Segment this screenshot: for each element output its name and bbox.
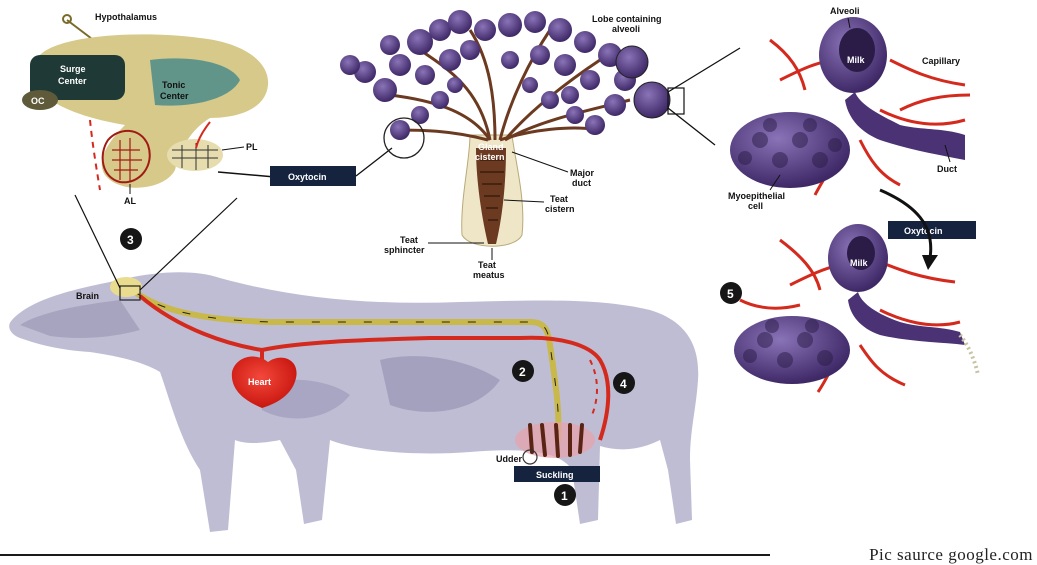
bottom-rule xyxy=(0,554,770,556)
udder-label: Udder xyxy=(496,454,523,464)
capillary-label: Capillary xyxy=(922,56,960,66)
step-1-label: 1 xyxy=(561,489,568,503)
step-5-label: 5 xyxy=(727,287,734,301)
gland-cistern-label-1: Gland xyxy=(478,142,504,152)
alveoli-label: Alveoli xyxy=(830,6,860,16)
suckling-label: Suckling xyxy=(536,470,574,480)
pl-label: PL xyxy=(246,142,258,152)
oc-label: OC xyxy=(31,96,45,106)
brain-label: Brain xyxy=(76,291,99,301)
oxytocin-tag-left: Oxytocin xyxy=(270,148,392,186)
step-2-label: 2 xyxy=(519,365,526,379)
step-2: 2 xyxy=(512,360,534,382)
lobe-label-2: alveoli xyxy=(612,24,640,34)
surge-center-label-2: Center xyxy=(58,76,87,86)
hypothalamus-pituitary: Surge Center OC Tonic Center Hypothalamu… xyxy=(22,12,275,206)
teat-sphincter-label-2: sphincter xyxy=(384,245,425,255)
milk-label-top: Milk xyxy=(847,55,865,65)
step-5: 5 xyxy=(720,282,742,304)
al-label: AL xyxy=(124,196,136,206)
heart-label: Heart xyxy=(248,377,271,387)
surge-center-label-1: Surge xyxy=(60,64,86,74)
teat-meatus-label-2: meatus xyxy=(473,270,505,280)
duct-label: Duct xyxy=(937,164,957,174)
major-duct-label-1: Major xyxy=(570,168,595,178)
suckling-tag: Suckling xyxy=(514,466,600,482)
hypothalamus-label: Hypothalamus xyxy=(95,12,157,22)
mammary-gland: Gland cistern xyxy=(340,10,740,280)
teat-meatus-label-1: Teat xyxy=(478,260,496,270)
tonic-center-label-1: Tonic xyxy=(162,80,185,90)
teat-sphincter-label-1: Teat xyxy=(400,235,418,245)
step-4-label: 4 xyxy=(620,377,627,391)
oxytocin-label-right: Oxytocin xyxy=(904,226,943,236)
step-4: 4 xyxy=(613,372,635,394)
oxytocin-tag-right: Oxytocin xyxy=(880,190,976,270)
step-1: 1 xyxy=(554,484,576,506)
teat-cistern-label-2: cistern xyxy=(545,204,575,214)
gland-cistern-label-2: cistern xyxy=(475,152,505,162)
lobe-label-1: Lobe containing xyxy=(592,14,662,24)
step-3-label: 3 xyxy=(127,233,134,247)
myoepithelial-label-2: cell xyxy=(748,201,763,211)
milk-label-bottom: Milk xyxy=(850,258,868,268)
major-duct-label-2: duct xyxy=(572,178,591,188)
alveoli-detail-bottom: Milk xyxy=(734,224,978,392)
oxytocin-label-left: Oxytocin xyxy=(288,172,327,182)
teat-cistern-label-1: Teat xyxy=(550,194,568,204)
alveoli-detail-top: Milk Alveoli Capillary Duct Myoepithelia… xyxy=(728,6,970,211)
myoepithelial-label-1: Myoepithelial xyxy=(728,191,785,201)
step-3: 3 xyxy=(120,228,142,250)
source-credit: Pic saurce google.com xyxy=(869,545,1033,565)
tonic-center-label-2: Center xyxy=(160,91,189,101)
